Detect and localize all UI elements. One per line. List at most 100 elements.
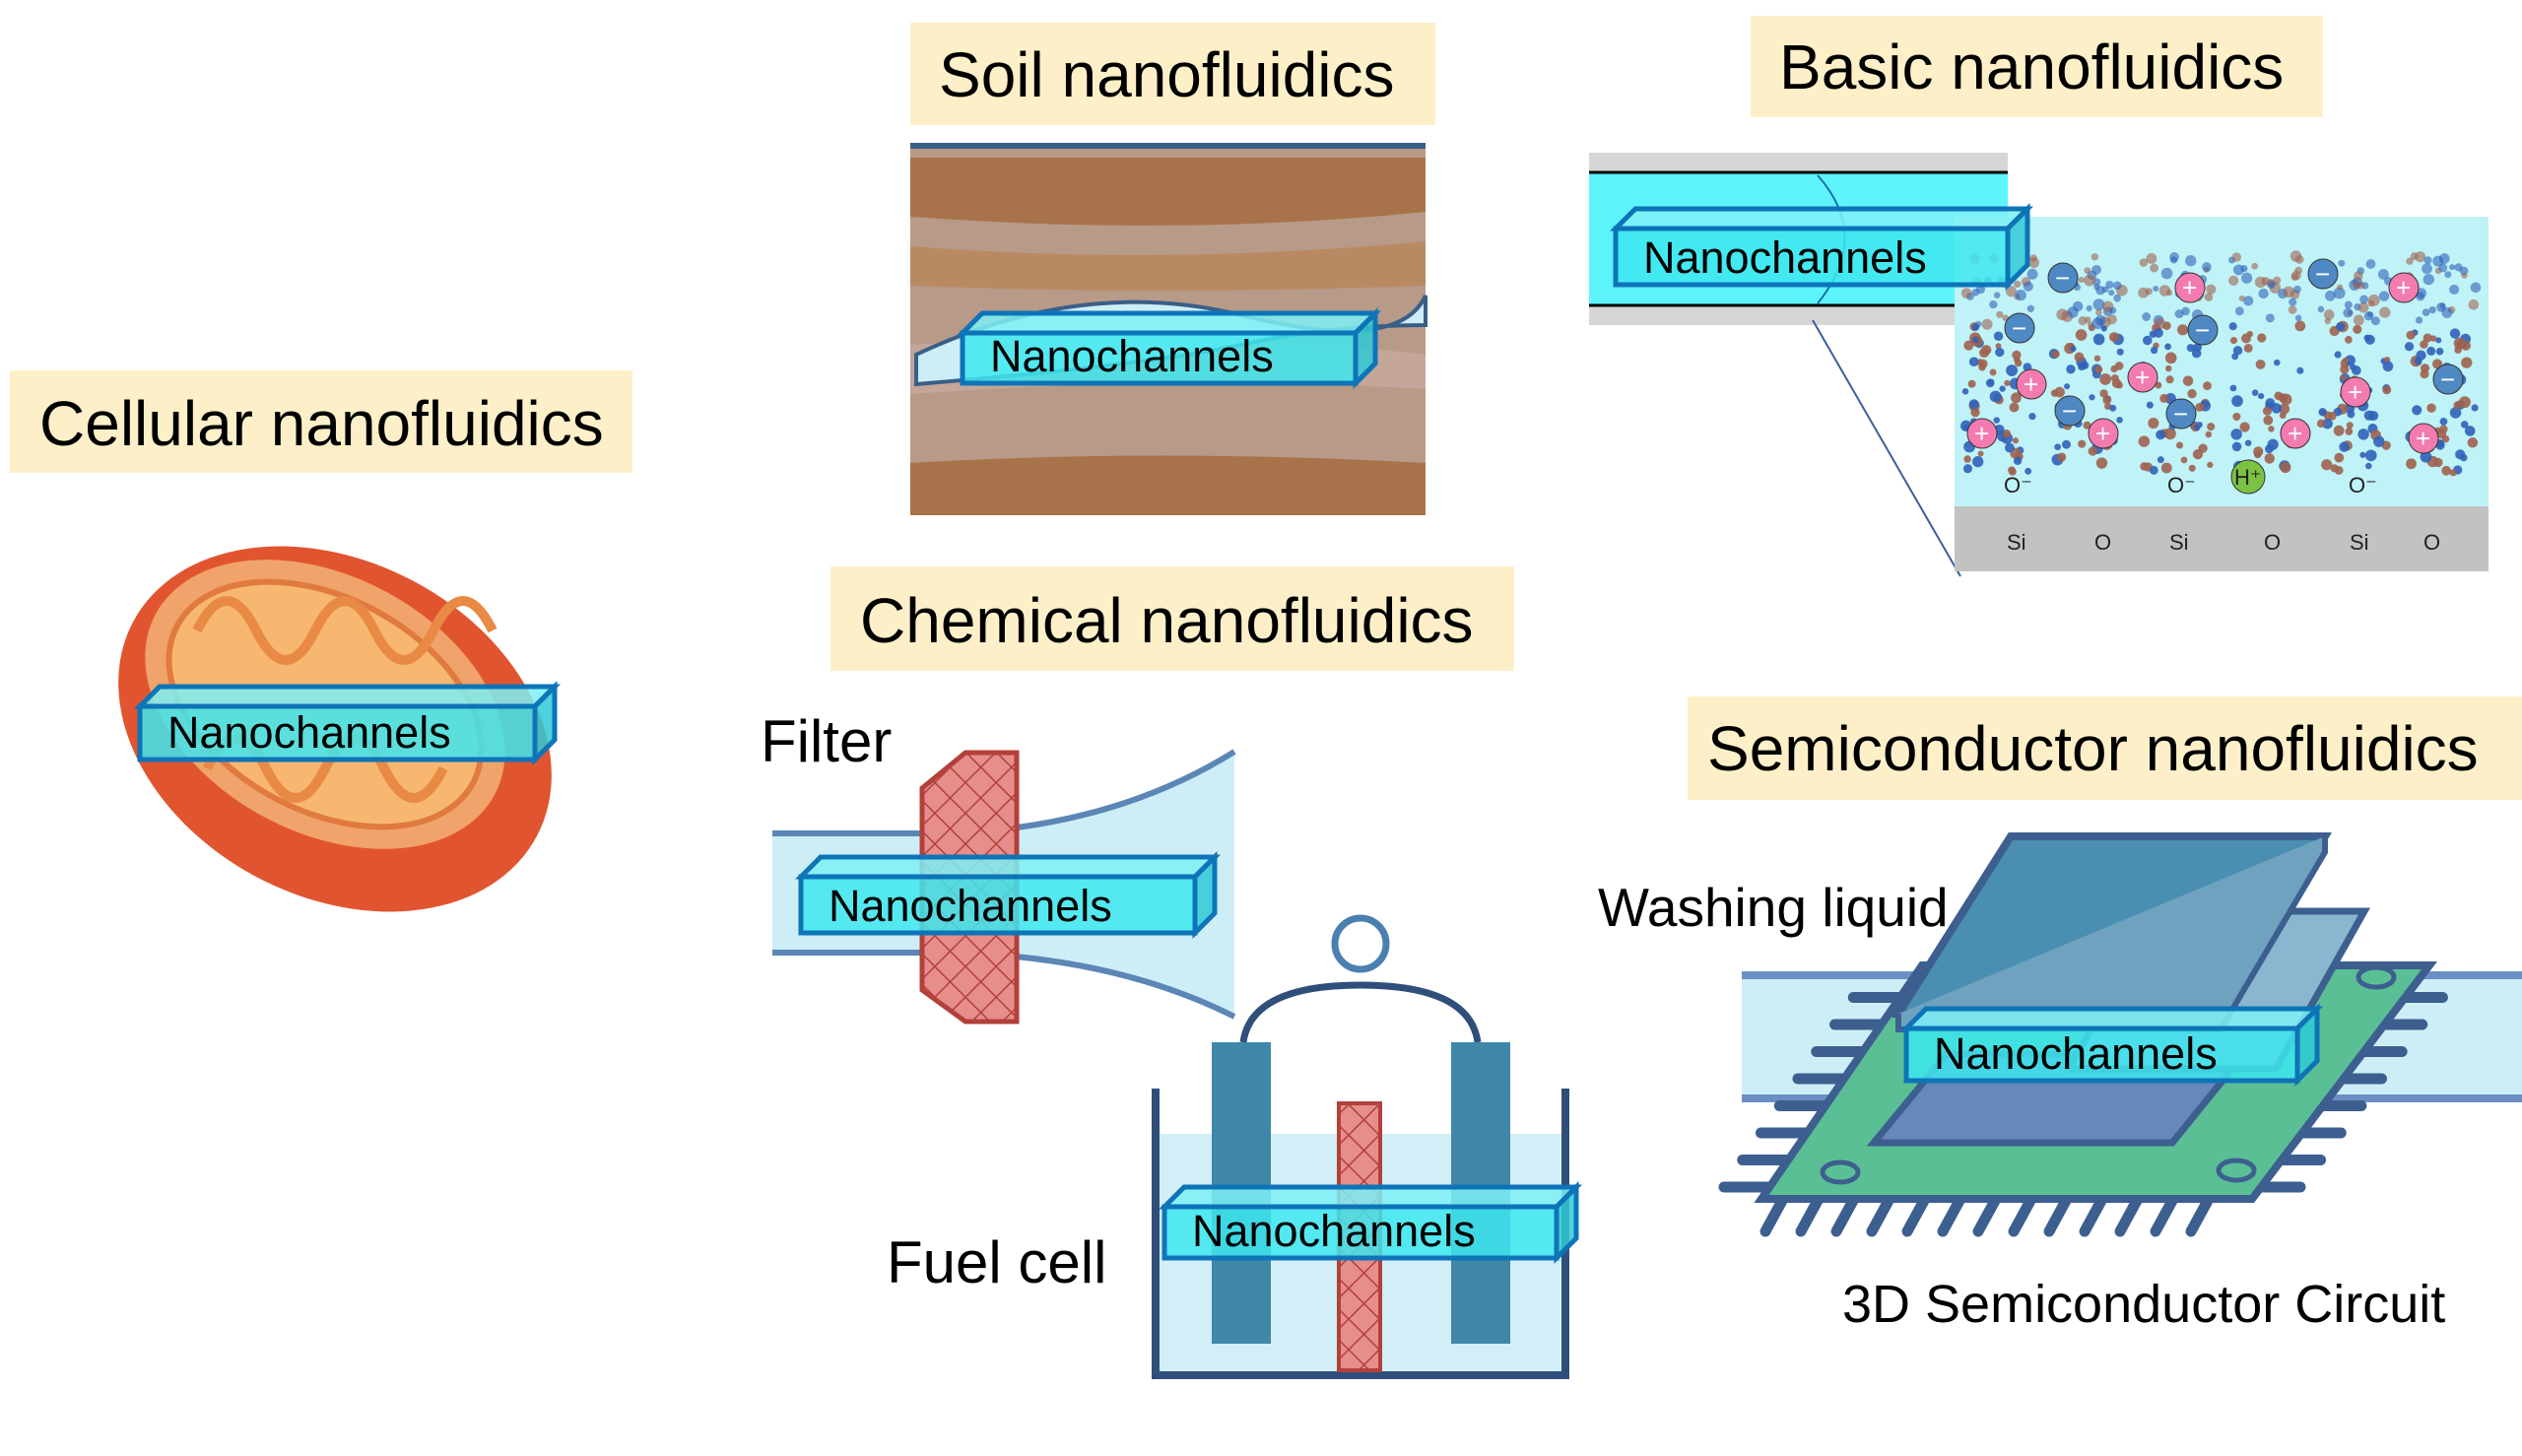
molecule-atom: [2240, 265, 2248, 273]
molecule-atom: [2412, 405, 2422, 416]
molecule-atom: [2420, 340, 2428, 349]
molecule-atom: [2232, 412, 2241, 422]
molecule-atom: [2268, 426, 2275, 432]
molecule-atom: [2087, 321, 2094, 328]
si-label-2: Si: [2169, 530, 2189, 555]
cation-icon: +: [2127, 362, 2158, 393]
anion-icon: −: [2307, 258, 2339, 290]
molecule-atom: [2441, 434, 2450, 443]
molecule-atom: [2353, 281, 2361, 290]
molecule-atom: [2154, 328, 2163, 338]
anion-icon: −: [2047, 262, 2079, 294]
molecule-atom: [1963, 340, 1974, 351]
molecule-atom: [2251, 262, 2259, 270]
molecule-atom: [2294, 314, 2302, 322]
molecule-atom: [2202, 262, 2212, 272]
molecule-atom: [1960, 288, 1972, 298]
molecule-atom: [2185, 255, 2197, 267]
molecule-atom: [2091, 253, 2099, 261]
molecule-atom: [2109, 404, 2117, 412]
molecule-atom: [1993, 292, 2001, 298]
molecule-atom: [2264, 453, 2275, 464]
molecule-atom: [2280, 461, 2291, 474]
molecule-atom: [2327, 411, 2337, 421]
molecule-atom: [2165, 375, 2174, 384]
molecule-atom: [2441, 306, 2453, 318]
molecule-atom: [2177, 324, 2189, 336]
svg-text:+: +: [2288, 419, 2302, 448]
molecule-atom: [2366, 311, 2373, 318]
basic-title: Basic nanofluidics: [1779, 32, 2284, 102]
molecule-atom: [2153, 285, 2159, 292]
svg-text:+: +: [2396, 273, 2411, 302]
molecule-atom: [2004, 379, 2011, 387]
molecule-atom: [2160, 267, 2173, 280]
molecule-atom: [1988, 378, 1995, 385]
molecule-atom: [2344, 300, 2353, 309]
molecule-atom: [2251, 389, 2259, 396]
si-label-3: Si: [2350, 530, 2369, 555]
molecule-atom: [2194, 424, 2201, 431]
washing-liquid-label: Washing liquid: [1598, 877, 1949, 938]
chip-pin: [1759, 1193, 1789, 1237]
molecule-atom: [2324, 317, 2331, 325]
molecule-atom: [2274, 391, 2284, 401]
molecule-atom: [2009, 402, 2020, 413]
molecule-atom: [2112, 281, 2122, 291]
molecule-atom: [2428, 305, 2436, 314]
molecule-atom: [2102, 395, 2112, 405]
molecule-atom: [2422, 308, 2430, 317]
proton-marker: [2230, 459, 2266, 495]
molecule-atom: [2296, 366, 2304, 374]
molecule-atom: [2346, 422, 2354, 430]
molecule-atom: [1972, 456, 1984, 468]
molecule-atom: [2012, 437, 2020, 444]
molecule-atom: [2145, 288, 2153, 296]
soil-title: Soil nanofluidics: [939, 39, 1395, 110]
molecule-atom: [2084, 274, 2095, 287]
molecule-atom: [2471, 404, 2479, 412]
anion-icon: −: [2004, 312, 2035, 344]
molecule-atom: [2062, 439, 2071, 449]
molecule-atom: [2438, 263, 2448, 273]
molecule-atom: [2468, 299, 2480, 310]
molecule-atom: [2458, 396, 2471, 409]
molecule-atom: [2289, 298, 2297, 306]
molecule-atom: [1993, 331, 2004, 341]
molecule-atom: [2089, 394, 2095, 401]
molecule-atom: [2336, 321, 2346, 332]
molecule-atom: [1989, 299, 1998, 309]
molecule-atom: [2359, 451, 2366, 458]
molecule-atom: [2318, 408, 2327, 417]
chip-pin: [1937, 1193, 1966, 1237]
molecule-atom: [2114, 362, 2124, 370]
molecule-atom: [2013, 280, 2022, 289]
molecule-atom: [2439, 302, 2446, 309]
o-label-3: O: [2423, 530, 2440, 555]
molecule-atom: [2066, 364, 2076, 374]
molecule-atom: [1995, 343, 2002, 350]
molecule-atom: [2317, 305, 2325, 313]
molecule-atom: [2415, 316, 2423, 324]
molecule-atom: [2013, 456, 2023, 466]
molecule-atom: [2230, 429, 2242, 440]
molecule-atom: [2078, 439, 2087, 448]
molecule-atom: [1977, 450, 1984, 457]
molecule-atom: [2337, 284, 2344, 291]
molecule-atom: [2353, 314, 2364, 326]
cation-icon: +: [2088, 418, 2119, 449]
molecule-atom: [2231, 395, 2243, 407]
molecule-atom: [2232, 346, 2243, 356]
molecule-atom: [2345, 355, 2356, 366]
molecule-atom: [2175, 441, 2184, 449]
cation-icon: +: [2280, 418, 2311, 449]
molecule-atom: [2088, 446, 2097, 456]
chip-pin: [2150, 1193, 2179, 1237]
basic-panel: Basic nanofluidics +++++++++−−−−−−− Si O…: [1589, 16, 2489, 577]
soil-panel: Soil nanofluidics: [910, 23, 1435, 515]
molecule-atom: [2267, 438, 2279, 450]
molecule-atom: [2379, 306, 2391, 318]
o-label-2: O: [2264, 530, 2281, 555]
molecule-atom: [2422, 333, 2432, 343]
nanochannel-label: Nanochannels: [829, 881, 1112, 931]
